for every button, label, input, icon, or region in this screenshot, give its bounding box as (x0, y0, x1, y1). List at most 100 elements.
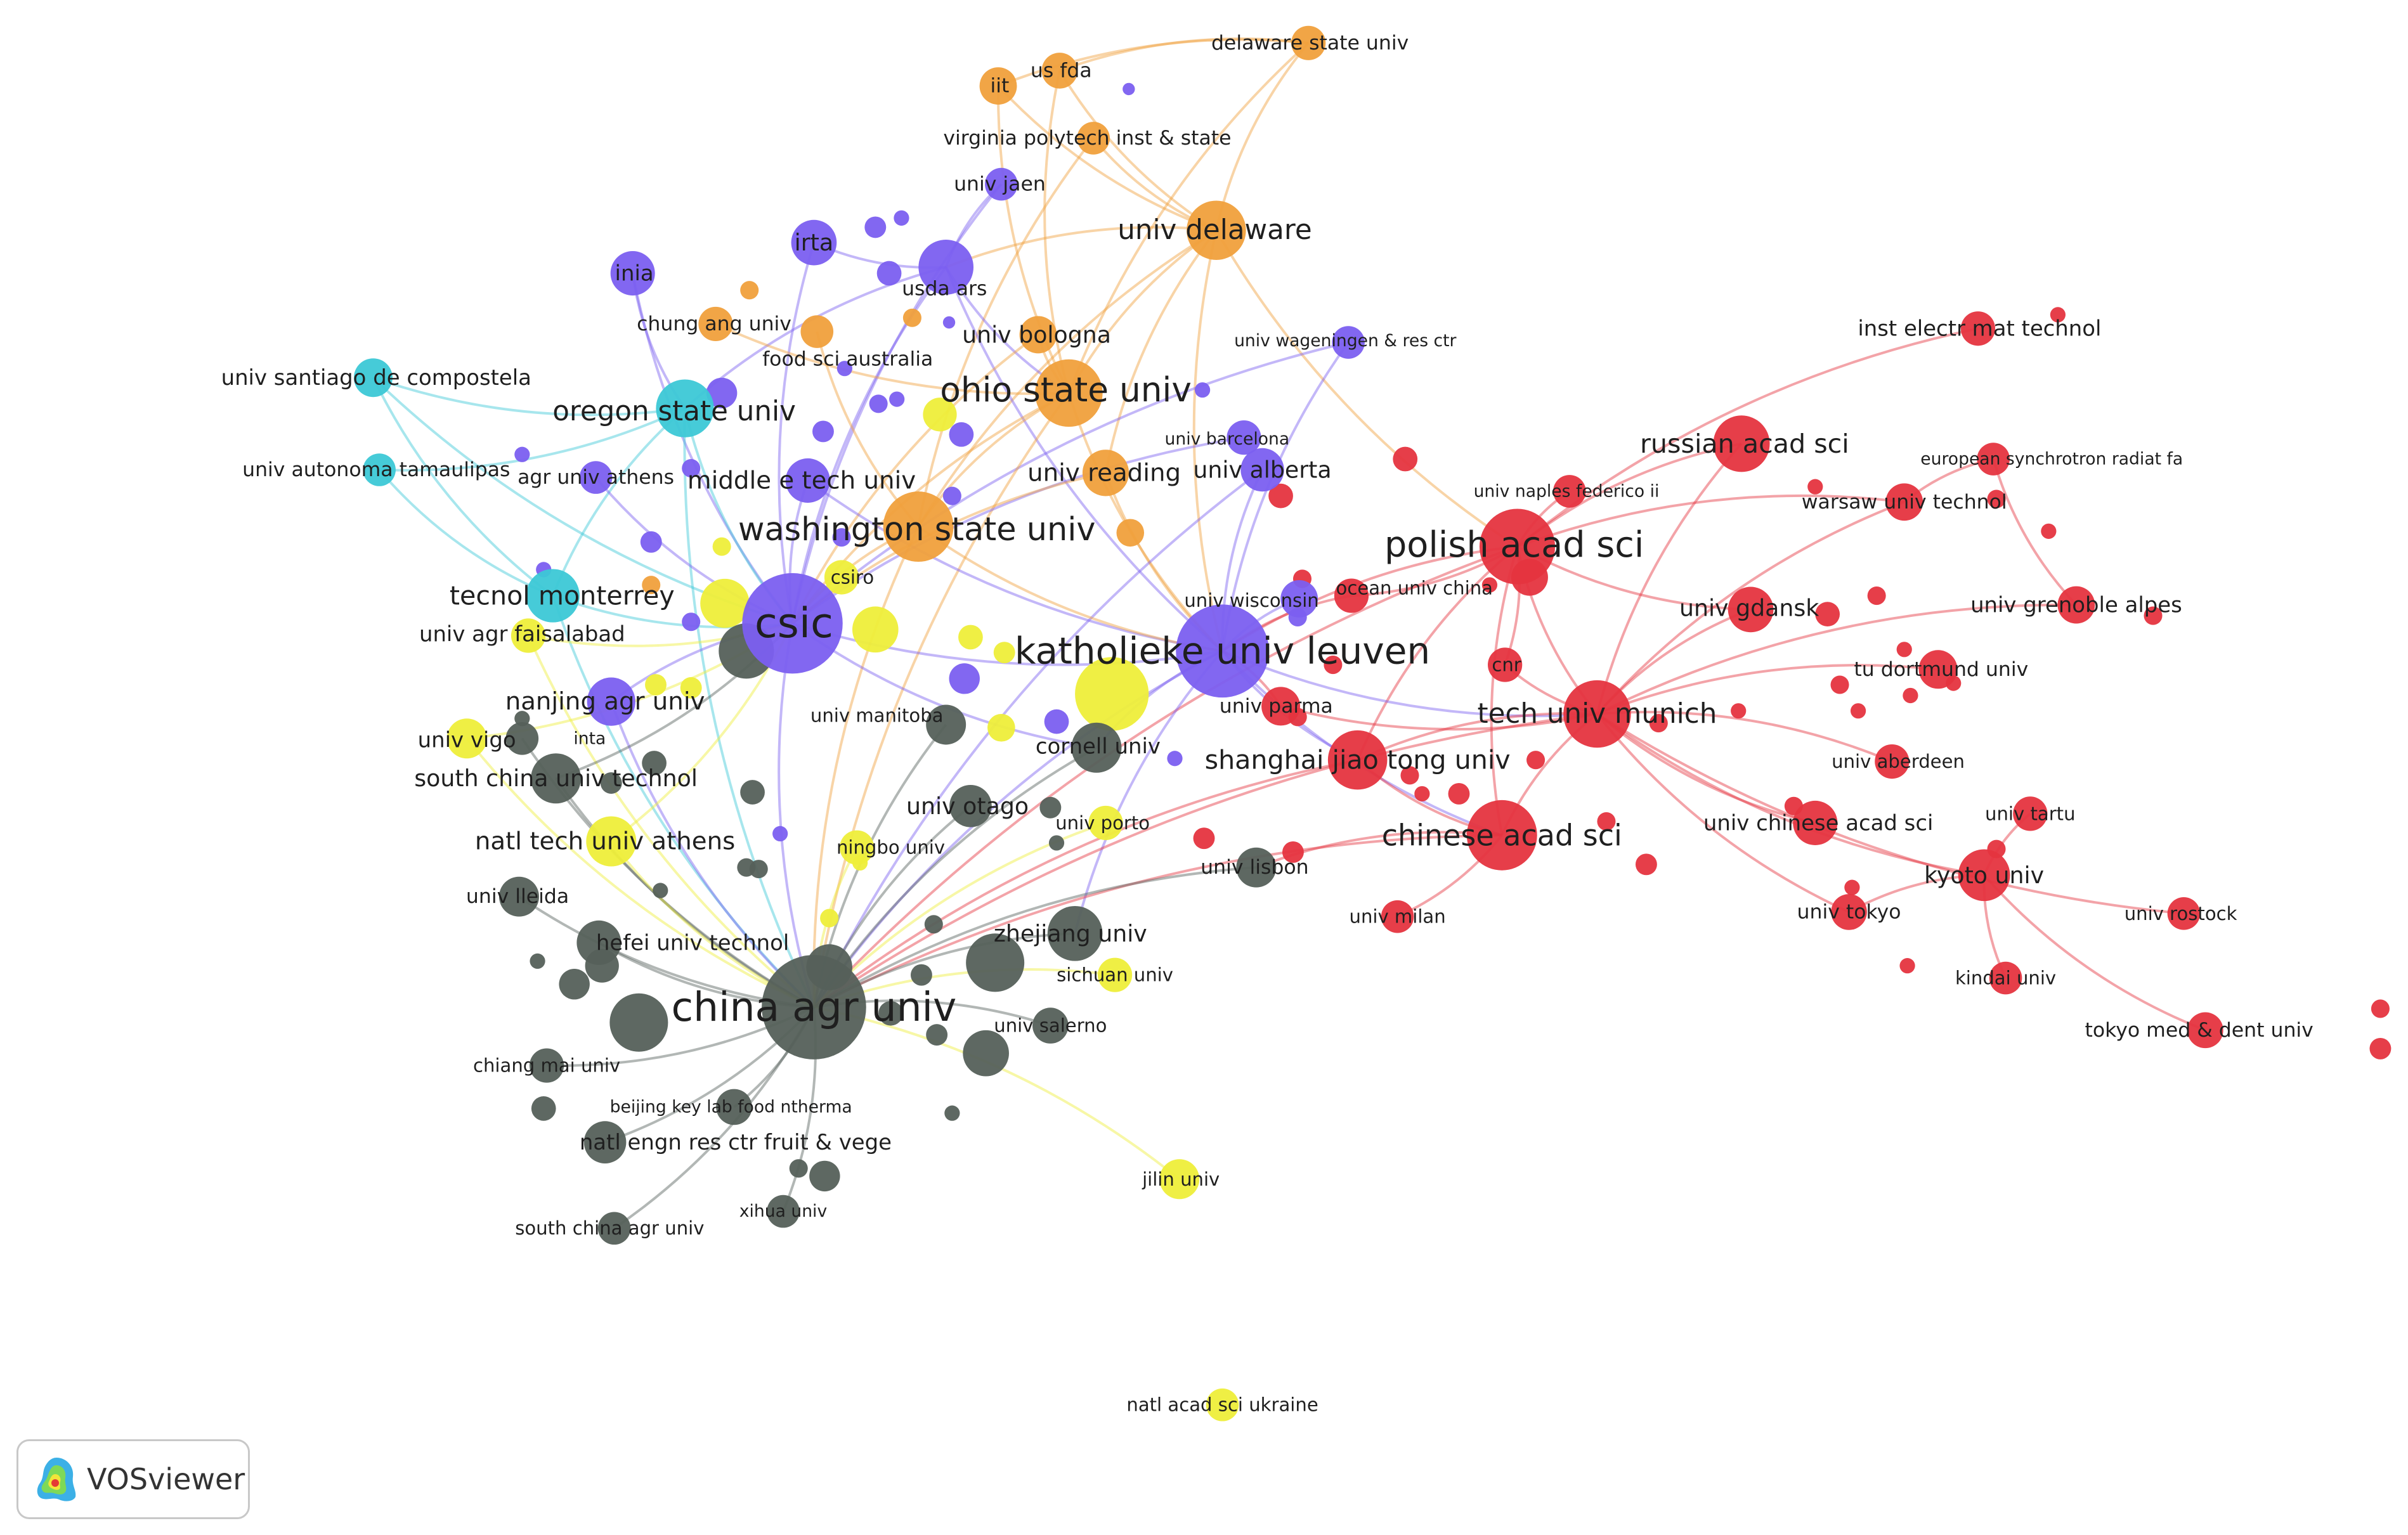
unlabeled-node-19[interactable] (1268, 483, 1293, 508)
node-tu-dortmund-univ[interactable] (1918, 650, 1958, 689)
node-univ-gdansk[interactable] (1728, 586, 1774, 633)
node-univ-lisbon[interactable] (1236, 847, 1277, 888)
unlabeled-node-6[interactable] (902, 308, 921, 327)
unlabeled-node-27[interactable] (700, 578, 750, 628)
node-inia[interactable] (610, 251, 655, 296)
node-us-fda[interactable] (1041, 53, 1078, 89)
node-chinese-acad-sci[interactable] (1466, 800, 1537, 871)
node-chiang-mai-univ[interactable] (529, 1048, 564, 1083)
unlabeled-node-32[interactable] (949, 663, 980, 694)
unlabeled-node-58[interactable] (1526, 751, 1546, 770)
node-hefei-univ-technol[interactable] (576, 920, 622, 965)
network-nodes[interactable] (353, 25, 2223, 1422)
node-agr-univ-athens[interactable] (579, 461, 613, 494)
node-univ-wisconsin[interactable] (1280, 580, 1318, 618)
unlabeled-node-79[interactable] (2371, 999, 2390, 1018)
node-ocean-univ-china[interactable] (1334, 578, 1369, 613)
unlabeled-node-78[interactable] (1899, 958, 1915, 974)
unlabeled-node-15[interactable] (682, 459, 701, 478)
unlabeled-node-86[interactable] (966, 933, 1025, 992)
node-russian-acad-sci[interactable] (1713, 415, 1770, 472)
unlabeled-node-53[interactable] (1597, 812, 1616, 831)
node-univ-manitoba[interactable] (926, 704, 966, 745)
node-kindai-univ[interactable] (1989, 961, 2022, 995)
node-shanghai-jiao-tong-univ[interactable] (1327, 730, 1388, 790)
node-south-china-univ-technol[interactable] (531, 753, 582, 804)
node-china-agr-univ[interactable] (762, 955, 866, 1059)
unlabeled-node-84[interactable] (924, 915, 943, 934)
node-south-china-agr-univ[interactable] (597, 1212, 631, 1245)
node-ohio-state-univ[interactable] (1035, 359, 1103, 427)
node-beijing-key-lab-food-ntherma[interactable] (716, 1089, 752, 1125)
node-zhejiang-univ[interactable] (1047, 905, 1103, 961)
node-natl-engn-res-ctr-fruit-vege[interactable] (583, 1121, 627, 1163)
node-univ-autonoma-tamaulipas[interactable] (363, 453, 396, 486)
unlabeled-node-5[interactable] (740, 281, 759, 300)
node-middle-e-tech-univ[interactable] (785, 458, 830, 503)
unlabeled-node-44[interactable] (740, 780, 765, 805)
unlabeled-node-13[interactable] (812, 420, 834, 443)
unlabeled-node-92[interactable] (530, 953, 545, 969)
node-ningbo-univ[interactable] (840, 830, 875, 865)
unlabeled-node-25[interactable] (642, 576, 661, 595)
unlabeled-node-21[interactable] (832, 528, 851, 547)
node-univ-naples-federico-ii[interactable] (1553, 475, 1586, 508)
node-chung-ang-univ[interactable] (698, 306, 733, 342)
unlabeled-node-16[interactable] (514, 446, 530, 462)
unlabeled-node-14[interactable] (706, 377, 738, 409)
node-univ-alberta[interactable] (1240, 448, 1284, 492)
node-tokyo-med-dent-univ[interactable] (2187, 1012, 2223, 1049)
unlabeled-node-39[interactable] (987, 714, 1015, 742)
unlabeled-node-46[interactable] (772, 826, 788, 842)
unlabeled-node-81[interactable] (1987, 489, 2006, 508)
node-univ-vigo[interactable] (446, 718, 487, 759)
unlabeled-node-56[interactable] (1400, 766, 1419, 785)
unlabeled-node-97[interactable] (789, 1159, 808, 1178)
unlabeled-node-57[interactable] (1414, 786, 1430, 802)
unlabeled-node-99[interactable] (737, 858, 756, 877)
node-univ-reading[interactable] (1082, 450, 1129, 496)
unlabeled-node-59[interactable] (1649, 714, 1668, 733)
unlabeled-node-66[interactable] (1867, 586, 1886, 606)
node-univ-delaware[interactable] (1187, 200, 1246, 260)
unlabeled-node-89[interactable] (609, 993, 668, 1052)
unlabeled-node-29[interactable] (852, 606, 899, 653)
unlabeled-node-98[interactable] (809, 1160, 840, 1192)
node-iit[interactable] (979, 67, 1017, 105)
node-irta[interactable] (791, 219, 837, 266)
node-polish-acad-sci[interactable] (1479, 508, 1556, 585)
unlabeled-node-23[interactable] (640, 531, 662, 553)
node-usda-ars[interactable] (918, 240, 974, 295)
node-univ-tokyo[interactable] (1831, 894, 1867, 930)
unlabeled-node-70[interactable] (1324, 656, 1343, 675)
node-food-sci-australia[interactable] (800, 315, 834, 348)
unlabeled-node-1[interactable] (1123, 82, 1135, 96)
unlabeled-node-88[interactable] (963, 1030, 1009, 1077)
unlabeled-node-42[interactable] (642, 751, 667, 775)
node-natl-acad-sci-ukraine[interactable] (1206, 1388, 1239, 1422)
node-virginia-polytech-inst-state[interactable] (1077, 122, 1110, 155)
unlabeled-node-43[interactable] (600, 772, 622, 794)
node-delaware-state-univ[interactable] (1291, 25, 1326, 60)
unlabeled-node-67[interactable] (1815, 602, 1840, 626)
unlabeled-node-51[interactable] (1282, 841, 1304, 863)
unlabeled-node-93[interactable] (531, 1096, 556, 1121)
unlabeled-node-38[interactable] (514, 711, 530, 727)
unlabeled-node-74[interactable] (2041, 523, 2057, 539)
unlabeled-node-61[interactable] (1830, 675, 1849, 694)
node-csiro[interactable] (824, 560, 859, 595)
unlabeled-node-9[interactable] (869, 394, 888, 413)
node-european-synchrotron-radiat-fa[interactable] (1977, 443, 2010, 476)
unlabeled-node-72[interactable] (1807, 479, 1823, 495)
unlabeled-node-20[interactable] (942, 486, 961, 505)
unlabeled-node-41[interactable] (1167, 751, 1183, 767)
node-univ-parma[interactable] (1261, 687, 1301, 726)
node-univ-bologna[interactable] (1019, 316, 1057, 354)
unlabeled-node-85[interactable] (910, 964, 932, 986)
unlabeled-node-45[interactable] (1039, 796, 1062, 819)
node-univ-barcelona[interactable] (1227, 420, 1261, 455)
node-univ-chinese-acad-sci[interactable] (1793, 800, 1838, 845)
node-univ-rostock[interactable] (2167, 897, 2201, 930)
node-univ-tartu[interactable] (2013, 796, 2048, 831)
